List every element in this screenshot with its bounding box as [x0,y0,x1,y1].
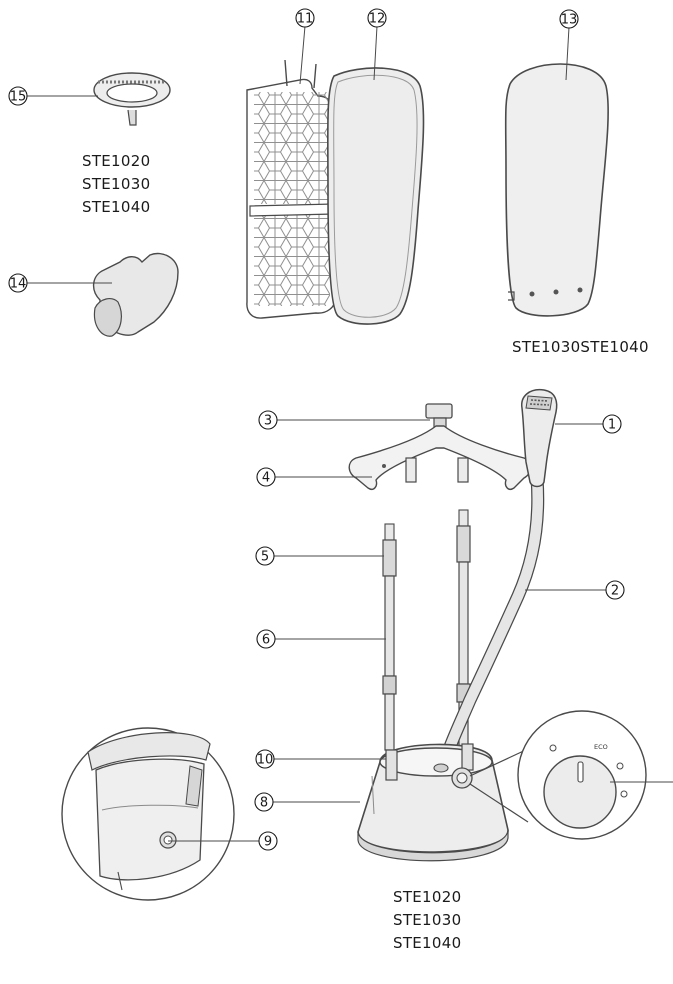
model-name: STE1040 [82,198,151,216]
callout-13: 13 [559,9,579,29]
callout-6: 6 [256,629,276,649]
callout-12-label: 12 [369,12,386,27]
steamer-head [521,388,558,488]
knob-eco-label: ECO [594,743,608,751]
callout-11: 11 [295,8,315,28]
models-top-left: STE1020 STE1030 STE1040 [82,150,150,219]
water-tank-base [357,743,509,862]
leader-lines [24,25,673,842]
zoom-detail [61,727,235,901]
model-name: STE1040 [393,934,462,952]
callout-15: 15 [8,86,28,106]
models-bottom: STE1020 STE1030 STE1040 [393,886,461,955]
callout-2-label: 2 [611,584,619,599]
callout-3: 3 [258,410,278,430]
callout-1: 1 [602,414,622,434]
callout-8: 8 [254,792,274,812]
callout-6-label: 6 [262,633,270,648]
model-name: STE1030 [393,911,462,929]
board-frame [246,59,337,319]
callout-10-label: 10 [257,753,274,768]
model-name: STE1030STE1040 [512,338,649,356]
callout-5: 5 [255,546,275,566]
board-cover [326,67,425,325]
callout-3-label: 3 [264,414,272,429]
callout-12: 12 [367,8,387,28]
brush-attachment [93,72,171,126]
callout-10: 10 [255,749,275,769]
pole-left [382,523,397,751]
callout-15-label: 15 [10,90,27,105]
callout-4-label: 4 [262,471,270,486]
board-models-label: STE1030STE1040 [512,336,649,359]
callout-2: 2 [605,580,625,600]
callout-14-label: 14 [10,277,27,292]
model-name: STE1020 [393,888,462,906]
glove [93,252,179,337]
model-name: STE1030 [82,175,151,193]
callout-13-label: 13 [561,13,578,28]
callout-5-label: 5 [261,550,269,565]
garment-hanger [348,403,532,490]
steamer-hose [435,471,545,779]
callout-9-label: 9 [264,835,272,850]
callout-11-label: 11 [297,12,314,27]
callout-9: 9 [258,831,278,851]
callout-14: 14 [8,273,28,293]
ironing-board [504,63,609,317]
knob-detail: ECO [469,710,647,840]
model-name: STE1020 [82,152,151,170]
callout-1-label: 1 [608,418,616,433]
callout-8-label: 8 [260,796,268,811]
callout-4: 4 [256,467,276,487]
